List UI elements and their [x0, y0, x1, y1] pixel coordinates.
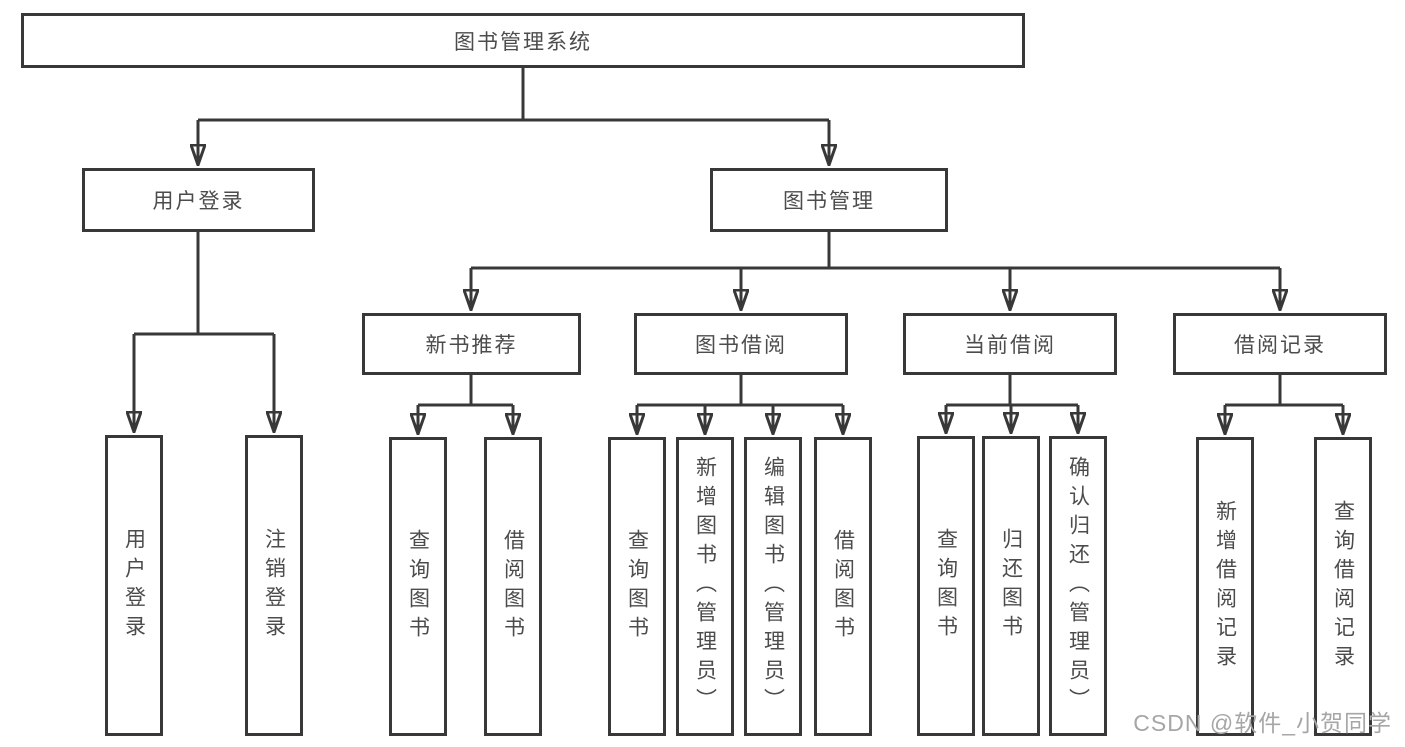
leaf-query-book: 查询图书 — [608, 437, 666, 736]
leaf-borrow-book: 借阅图书 — [484, 437, 542, 736]
node-new-book-recommend: 新书推荐 — [362, 313, 581, 375]
connector-user-login-branch — [134, 232, 274, 432]
leaf-query-book: 查询图书 — [389, 437, 447, 736]
connector-new-book-recommend — [418, 375, 513, 434]
csdn-watermark: CSDN @软件_小贺同学 — [1133, 710, 1392, 736]
leaf-add-book-admin: 新增图书（管理员） — [676, 437, 734, 736]
leaf-confirm-return-admin: 确认归还（管理员） — [1049, 436, 1107, 736]
node-book-borrow: 图书借阅 — [634, 313, 848, 375]
node-book-management: 图书管理 — [710, 168, 948, 232]
leaf-borrow-book: 借阅图书 — [814, 437, 872, 736]
connector-book-borrow — [637, 375, 843, 434]
node-current-borrow: 当前借阅 — [903, 313, 1117, 375]
node-user-login: 用户登录 — [82, 168, 315, 232]
leaf-user-login: 用户登录 — [105, 435, 163, 736]
leaf-query-borrow-record: 查询借阅记录 — [1314, 437, 1372, 736]
connector-current-borrow — [946, 375, 1078, 433]
leaf-edit-book-admin: 编辑图书（管理员） — [744, 437, 802, 736]
node-root-system: 图书管理系统 — [21, 13, 1025, 68]
connector-book-management-to-level3 — [471, 232, 1280, 310]
connector-borrow-record — [1225, 375, 1343, 434]
node-borrow-record: 借阅记录 — [1173, 313, 1387, 375]
leaf-add-borrow-record: 新增借阅记录 — [1196, 437, 1254, 736]
leaf-logout: 注销登录 — [245, 435, 303, 736]
leaf-return-book: 归还图书 — [982, 436, 1040, 736]
leaf-query-book: 查询图书 — [917, 436, 975, 736]
connector-root-to-level2 — [198, 68, 829, 165]
